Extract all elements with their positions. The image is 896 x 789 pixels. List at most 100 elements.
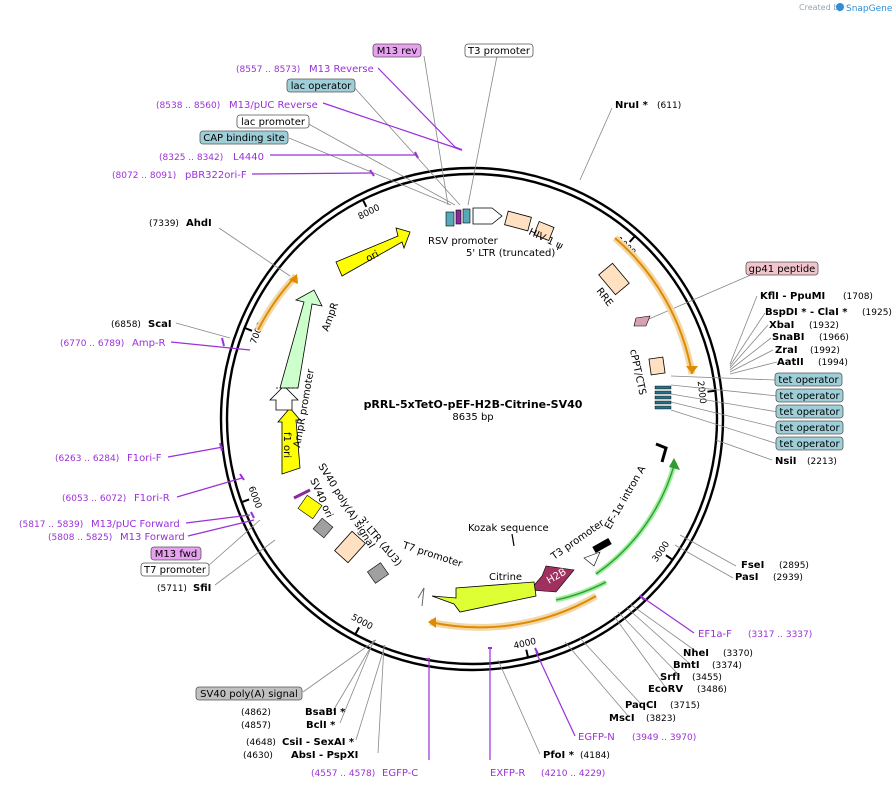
- feature-label-text: tet operator: [779, 407, 840, 418]
- ruler-tick: [628, 236, 636, 243]
- enzyme-site-label: AbsI - PspXI (4630): [243, 750, 358, 761]
- primer-label: (6770 .. 6789)Amp-R: [60, 338, 166, 349]
- enzyme-name: SrfI: [660, 672, 680, 683]
- feature-label-box: lac promoter: [236, 114, 310, 129]
- label-citrine: Citrine: [489, 572, 522, 583]
- primer-label: (4210 .. 4229)EXFP-R: [490, 768, 605, 779]
- enzyme-site-label: AhdI(7339): [149, 218, 212, 229]
- feature-kozak: [511, 533, 515, 547]
- primer-label: (8557 .. 8573)M13 Reverse: [236, 64, 374, 75]
- primer-range: (8072 .. 8091): [112, 171, 176, 181]
- enzyme-position: (611): [657, 101, 681, 111]
- enzyme-site-label: ZraI(1992): [775, 345, 840, 356]
- feature-ef1-arc2: [555, 581, 607, 601]
- ruler-label: 8000: [357, 203, 382, 222]
- primer-range: (3317 .. 3337): [748, 630, 812, 640]
- feature-label-text: tet operator: [779, 439, 840, 450]
- primer-range: (3949 .. 3970): [632, 733, 696, 743]
- label-cppt: cPPT/CTS: [627, 348, 647, 396]
- plasmid-name: pRRL-5xTetO-pEF-H2B-Citrine-SV40: [364, 398, 583, 411]
- enzyme-site-label: KflI - PpuMI(1708): [760, 291, 873, 302]
- primer-name: F1ori-R: [134, 493, 170, 504]
- label-ori: ori: [364, 249, 381, 265]
- lentiviral-arc-3-halo: [254, 273, 299, 332]
- primer-range: (8538 .. 8560): [156, 101, 220, 111]
- feature-label-box: lac operator: [286, 78, 356, 93]
- plasmid-size: 8635 bp: [452, 412, 493, 423]
- primer-labels: (8557 .. 8573)M13 Reverse (8538 .. 8560) M…: [19, 64, 812, 779]
- primer-ticks: [219, 146, 645, 660]
- primer-range: (4557 .. 4578): [311, 769, 375, 779]
- feature-ef1-head: [669, 458, 680, 470]
- label-rsv: RSV promoter: [428, 236, 499, 247]
- primer-label: (6263 .. 6284)F1ori-F: [55, 453, 162, 464]
- primer-label: (6053 .. 6072) F1ori-R: [62, 493, 170, 504]
- feature-ef1-start: [655, 442, 668, 463]
- enzyme-name: KflI - PpuMI: [760, 291, 825, 302]
- feature-h2b: [529, 565, 575, 593]
- feature-rre: [598, 262, 630, 296]
- feature-m13-mark: [293, 488, 311, 500]
- feature-cppt: [648, 356, 666, 376]
- enzyme-position: (3486): [697, 685, 727, 695]
- feature-label-text: T3 promoter: [467, 46, 531, 57]
- enzyme-site-label: BclI *(4857): [241, 720, 336, 731]
- primer-name: EXFP-R: [490, 768, 525, 779]
- enzyme-name: NheI: [683, 648, 709, 659]
- enzyme-position: (3715): [670, 701, 700, 711]
- enzyme-site-label: SrfI(3455): [660, 672, 722, 683]
- enzyme-site-label: CsiI - SexAI * (4648): [246, 737, 355, 748]
- feature-label-text: M13 rev: [377, 46, 418, 57]
- enzyme-name: NruI *: [615, 100, 649, 111]
- ruler-label: 5000: [349, 613, 374, 633]
- feature-gp41: [633, 315, 651, 327]
- enzyme-name: SfiI: [193, 583, 211, 594]
- feature-label-box: T3 promoter: [464, 43, 534, 58]
- feature-t3-arrow: [583, 551, 601, 567]
- enzyme-name: CsiI - SexAI *: [282, 737, 355, 748]
- feature-label-box: gp41 peptide: [745, 261, 819, 276]
- primer-name: EGFP-N: [578, 732, 615, 743]
- primer-name: M13 Reverse: [309, 64, 374, 75]
- enzyme-name: SnaBI: [772, 332, 804, 343]
- snapgene-logo: SnapGene: [836, 3, 893, 14]
- enzyme-position: (5711): [157, 584, 187, 594]
- primer-name: M13/pUC Reverse: [229, 100, 318, 111]
- label-ef1: EF-1α intron A: [603, 464, 648, 531]
- enzyme-site-label: PaqCI(3715): [625, 700, 700, 711]
- enzyme-name: FseI: [741, 560, 764, 571]
- feature-label-box: tet operator: [775, 436, 844, 451]
- primer-label: (8072 .. 8091)pBR322ori-F: [112, 170, 247, 181]
- lentiviral-arc-2-head: [428, 617, 436, 628]
- enzyme-position: (4648): [246, 738, 276, 748]
- label-t7-inner: T7 promoter: [400, 540, 464, 570]
- primer-range: (6263 .. 6284): [55, 454, 119, 464]
- enzyme-position: (7339): [149, 219, 179, 229]
- enzyme-site-label: PfoI *(4184): [543, 750, 610, 761]
- feature-hiv-psi: [533, 220, 555, 242]
- enzyme-site-label: EcoRV(3486): [648, 684, 727, 695]
- enzyme-position: (1932): [809, 321, 839, 331]
- lentiviral-arc-1-head: [686, 366, 698, 374]
- primer-range: (6053 .. 6072): [62, 494, 126, 504]
- feature-sv40-signal: [297, 494, 323, 520]
- feature-ampr-promoter: [269, 385, 299, 411]
- primer-name: Amp-R: [132, 338, 166, 349]
- enzyme-name: AbsI - PspXI: [291, 750, 358, 761]
- feature-label-box: M13 fwd: [150, 546, 202, 561]
- label-kozak: Kozak sequence: [468, 523, 549, 534]
- primer-label: (4557 .. 4578)EGFP-C: [311, 768, 418, 779]
- feature-label-text: tet operator: [779, 391, 840, 402]
- primer-name: M13 Forward: [120, 532, 185, 543]
- enzyme-site-label: XbaI(1932): [769, 320, 839, 331]
- enzyme-site-label: SnaBI(1966): [772, 332, 849, 343]
- ruler-tick: [707, 389, 715, 393]
- enzyme-position: (4630): [243, 751, 273, 761]
- enzyme-name: MscI: [609, 713, 635, 724]
- feature-label-box: T7 promoter: [140, 562, 210, 577]
- enzyme-position: (1994): [818, 358, 848, 368]
- feature-label-box: tet operator: [775, 388, 844, 403]
- ruler-tick: [354, 626, 360, 635]
- primer-label: (3317 .. 3337)EF1a-F: [698, 629, 812, 640]
- ruler-tick: [665, 554, 673, 561]
